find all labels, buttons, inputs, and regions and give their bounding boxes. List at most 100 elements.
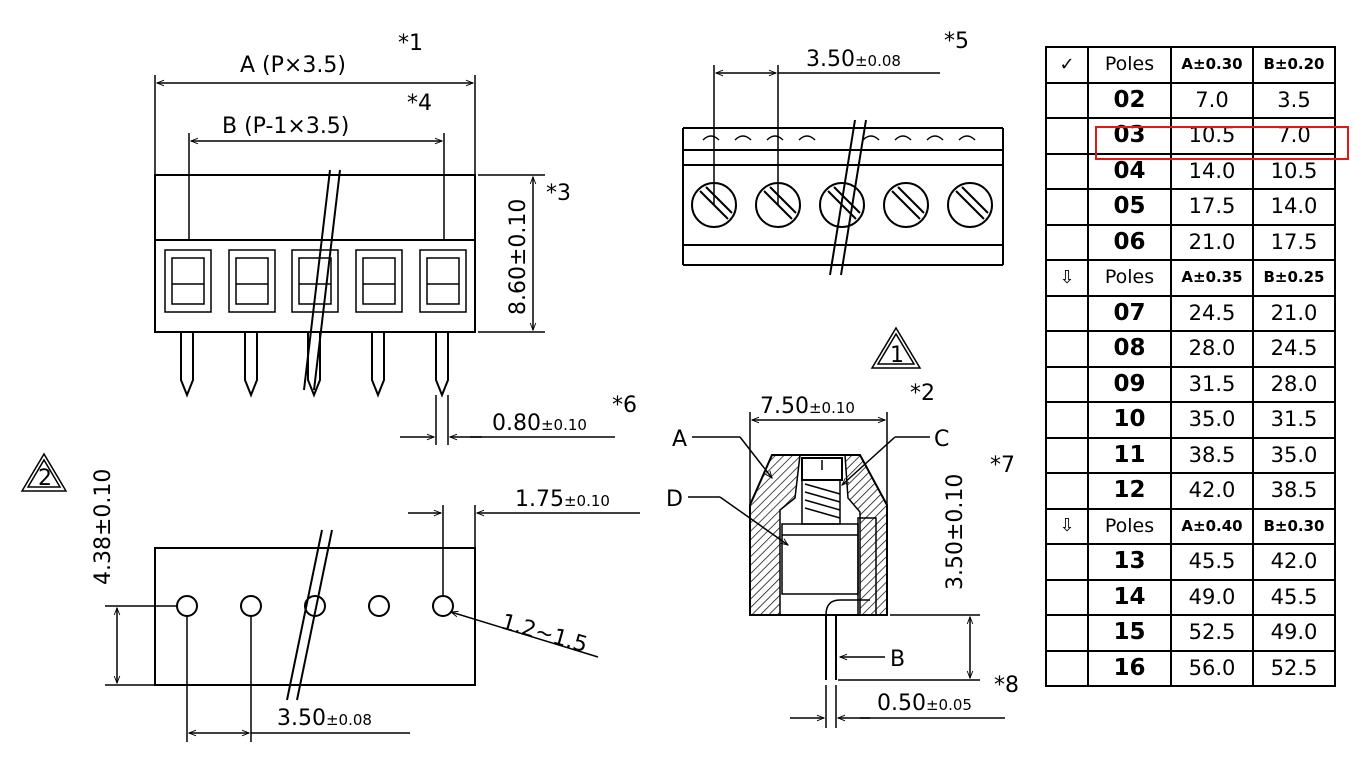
b-value-cell: 17.5: [1252, 223, 1336, 261]
a-value-cell: 38.5: [1170, 436, 1254, 474]
b-value-cell: 10.5: [1252, 152, 1336, 190]
poles-cell: 09: [1087, 365, 1172, 403]
poles-cell: 06: [1087, 223, 1172, 261]
dim-edge-label: 1.75±0.10: [515, 487, 610, 512]
note-1-triangle: 1: [870, 326, 922, 369]
front-view: A (P×3.5) *1 B (P-1×3.5) *4: [154, 31, 637, 445]
part-d-label: D: [666, 487, 683, 512]
b-value-cell: 31.5: [1252, 401, 1336, 439]
poles-cell: 14: [1087, 578, 1172, 616]
note-star-5: *5: [944, 29, 969, 54]
poles-cell: 08: [1087, 330, 1172, 368]
note-star-2: *2: [910, 381, 935, 406]
b-value-cell: 49.0: [1252, 614, 1336, 652]
svg-text:1: 1: [890, 343, 904, 368]
a-value-cell: 31.5: [1170, 365, 1254, 403]
svg-text:2: 2: [38, 466, 52, 491]
mark-cell: [1045, 401, 1089, 439]
note-star-3: *3: [546, 181, 571, 206]
mark-cell: [1045, 152, 1089, 190]
b-value-cell: B±0.20: [1252, 46, 1336, 84]
b-value-cell: 21.0: [1252, 294, 1336, 332]
a-value-cell: 45.5: [1170, 543, 1254, 581]
a-value-cell: 14.0: [1170, 152, 1254, 190]
a-value-cell: 10.5: [1170, 117, 1254, 155]
dim-lead-label: 0.50±0.05: [877, 691, 972, 716]
dim-side-label: 4.38±0.10: [91, 469, 116, 585]
a-value-cell: 21.0: [1170, 223, 1254, 261]
note-star-4: *4: [407, 91, 432, 116]
poles-cell: Poles: [1087, 259, 1172, 297]
a-value-cell: A±0.30: [1170, 46, 1254, 84]
poles-cell: Poles: [1087, 46, 1172, 84]
mark-cell: [1045, 543, 1089, 581]
b-value-cell: 38.5: [1252, 472, 1336, 510]
poles-cell: 16: [1087, 649, 1172, 687]
dim-a-label: A (P×3.5): [240, 53, 346, 78]
a-value-cell: 7.0: [1170, 81, 1254, 119]
poles-cell: 03: [1087, 117, 1172, 155]
a-value-cell: 49.0: [1170, 578, 1254, 616]
poles-cell: 15: [1087, 614, 1172, 652]
a-value-cell: A±0.40: [1170, 507, 1254, 545]
mark-cell: [1045, 614, 1089, 652]
part-a-label: A: [672, 427, 687, 452]
note-star-1: *1: [398, 31, 423, 56]
poles-cell: 13: [1087, 543, 1172, 581]
poles-cell: Poles: [1087, 507, 1172, 545]
mark-cell: [1045, 365, 1089, 403]
poles-cell: 11: [1087, 436, 1172, 474]
mark-cell: [1045, 223, 1089, 261]
mark-cell: [1045, 649, 1089, 687]
b-value-cell: B±0.25: [1252, 259, 1336, 297]
b-value-cell: 42.0: [1252, 543, 1336, 581]
poles-cell: 05: [1087, 188, 1172, 226]
b-value-cell: 7.0: [1252, 117, 1336, 155]
part-b-label: B: [890, 647, 905, 672]
poles-cell: 10: [1087, 401, 1172, 439]
b-value-cell: 52.5: [1252, 649, 1336, 687]
dim-b-label: B (P-1×3.5): [222, 114, 349, 139]
dim-pin-label: 0.80±0.10: [492, 411, 587, 436]
technical-drawing: A (P×3.5) *1 B (P-1×3.5) *4: [20, 29, 1019, 742]
mark-cell: [1045, 188, 1089, 226]
bottom-view: 2 4.38±0.10 3.50±0.08 1.75±0.10 1.2~1.5: [20, 452, 640, 742]
a-value-cell: 35.0: [1170, 401, 1254, 439]
top-view: 3.50±0.08 *5: [682, 29, 1004, 276]
mark-cell: [1045, 436, 1089, 474]
mark-cell: [1045, 578, 1089, 616]
mark-cell: ✓: [1045, 46, 1089, 84]
dim-hole-label: 1.2~1.5: [498, 610, 590, 658]
note-star-8: *8: [994, 673, 1019, 698]
mark-cell: ⇩: [1045, 259, 1089, 297]
dim-pitch-bottom-label: 3.50±0.08: [277, 706, 372, 731]
dim-width-label: 7.50±0.10: [760, 394, 855, 419]
poles-cell: 12: [1087, 472, 1172, 510]
mark-cell: [1045, 81, 1089, 119]
a-value-cell: A±0.35: [1170, 259, 1254, 297]
b-value-cell: 35.0: [1252, 436, 1336, 474]
a-value-cell: 42.0: [1170, 472, 1254, 510]
mark-cell: [1045, 330, 1089, 368]
a-value-cell: 52.5: [1170, 614, 1254, 652]
note-2-triangle: 2: [20, 452, 68, 492]
b-value-cell: 45.5: [1252, 578, 1336, 616]
dim-height-label: 8.60±0.10: [506, 199, 531, 315]
